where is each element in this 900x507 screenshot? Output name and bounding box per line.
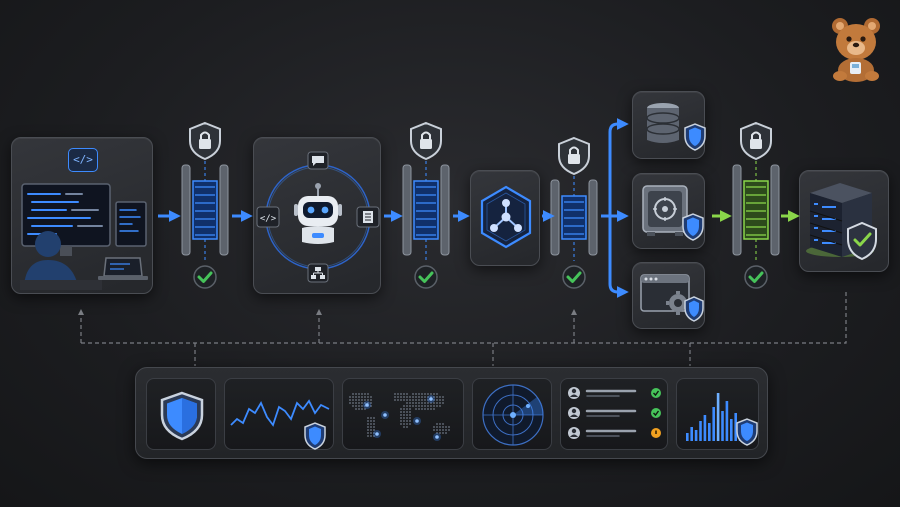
bar-graph-shield-icon xyxy=(686,393,758,446)
database-shield-icon xyxy=(646,103,706,151)
ai-assistant-card[interactable]: </> xyxy=(253,137,381,294)
security-gate xyxy=(732,121,780,289)
shield-icon xyxy=(160,391,204,441)
code-icon: </> xyxy=(256,206,280,228)
monitoring-connectors xyxy=(78,290,847,366)
user-row xyxy=(568,407,661,419)
filter-pillars xyxy=(550,176,598,261)
radar-icon xyxy=(482,384,544,446)
global-threat-map-tile[interactable] xyxy=(342,378,464,450)
ai-robot-icon: </> xyxy=(256,151,380,283)
activity-bar xyxy=(712,407,715,441)
threat-hotspot xyxy=(383,413,387,417)
activity-bar xyxy=(725,401,729,441)
chat-bubble-icon xyxy=(307,151,329,170)
waveform-shield-icon xyxy=(230,399,330,450)
security-gate xyxy=(181,121,229,289)
check-badge-icon xyxy=(744,265,768,289)
monitoring-panel xyxy=(135,367,768,459)
traffic-waveform-tile[interactable] xyxy=(224,378,334,450)
lock-shield-icon xyxy=(740,121,772,161)
security-gate xyxy=(550,136,598,289)
developer-workstation-icon xyxy=(20,183,148,290)
code-icon: </> xyxy=(73,153,93,166)
activity-bar xyxy=(716,393,720,441)
network-hub-card[interactable] xyxy=(470,170,540,266)
code-badge: </> xyxy=(68,148,98,172)
lock-shield-icon xyxy=(558,136,590,176)
activity-bar xyxy=(734,413,737,441)
vault-shield-icon xyxy=(642,185,704,241)
user-access-list-tile[interactable] xyxy=(560,378,668,450)
check-badge-icon xyxy=(193,265,217,289)
database-card[interactable] xyxy=(632,91,706,159)
server-rack-shield-icon xyxy=(806,183,877,261)
activity-bar xyxy=(730,419,733,441)
teddy-bear-icon xyxy=(832,18,880,82)
activity-bar xyxy=(708,423,711,441)
activity-bar xyxy=(690,427,693,441)
world-map-icon xyxy=(349,393,450,441)
network-hub-hexagon-icon xyxy=(480,185,532,249)
status-ok-icon xyxy=(651,388,661,398)
filter-pillars xyxy=(732,161,780,261)
document-icon xyxy=(356,206,380,228)
user-row xyxy=(568,427,661,439)
threat-hotspot xyxy=(429,397,433,401)
status-ok-icon xyxy=(651,408,661,418)
hierarchy-icon xyxy=(307,263,329,283)
filter-pillars xyxy=(181,161,229,261)
security-gate xyxy=(402,121,450,289)
app-window-card[interactable] xyxy=(632,262,705,329)
svg-text:</>: </> xyxy=(260,214,277,224)
radar-scan-tile[interactable] xyxy=(472,378,552,450)
threat-hotspot xyxy=(415,419,419,423)
security-shield-tile[interactable] xyxy=(146,378,216,450)
check-badge-icon xyxy=(562,265,586,289)
activity-bar xyxy=(686,433,689,441)
activity-bar xyxy=(721,411,724,441)
activity-bar xyxy=(703,415,707,441)
filter-pillars xyxy=(402,161,450,261)
lock-shield-icon xyxy=(189,121,221,161)
threat-hotspot xyxy=(435,435,439,439)
developer-workstation-card[interactable]: </> xyxy=(11,137,153,294)
activity-bars-tile[interactable] xyxy=(676,378,759,450)
user-row xyxy=(568,387,661,399)
user-list-status-icon xyxy=(568,387,661,439)
vault-card[interactable] xyxy=(632,173,705,249)
lock-shield-icon xyxy=(410,121,442,161)
activity-bar xyxy=(699,421,702,441)
threat-hotspot xyxy=(365,403,369,407)
app-window-gear-shield-icon xyxy=(640,274,704,322)
activity-bar xyxy=(694,430,698,441)
world-map-dots xyxy=(349,393,450,437)
threat-hotspot xyxy=(375,432,379,436)
branch-connector xyxy=(601,118,629,298)
check-badge-icon xyxy=(414,265,438,289)
shield-icon xyxy=(736,418,758,446)
